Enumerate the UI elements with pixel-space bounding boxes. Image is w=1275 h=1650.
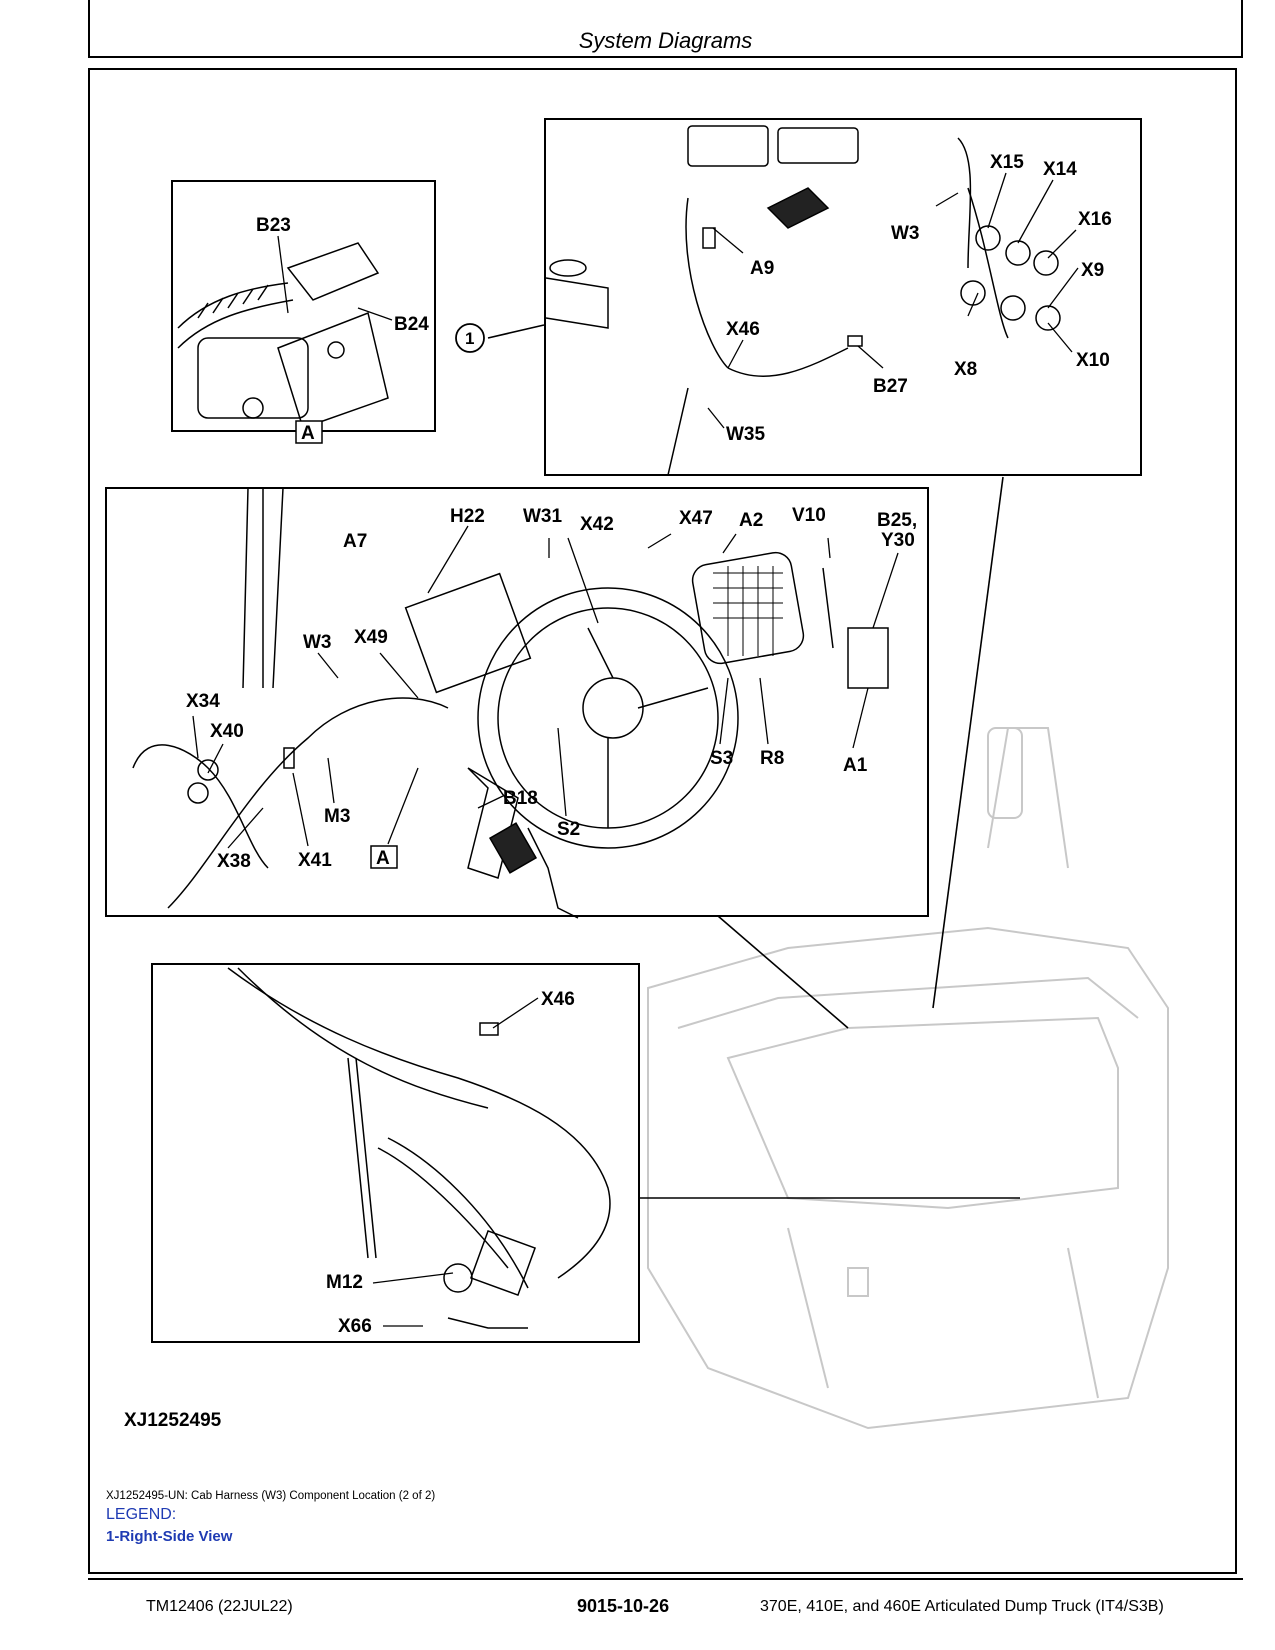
footer-doc-ref: TM12406 (22JUL22) bbox=[146, 1598, 293, 1615]
callout-label: W31 bbox=[523, 506, 563, 527]
header-rule bbox=[88, 0, 1243, 58]
callout-label: V10 bbox=[792, 505, 826, 526]
figure-id: XJ1252495 bbox=[124, 1410, 222, 1431]
inset-top-right bbox=[544, 118, 1142, 476]
cab-background-outline bbox=[647, 727, 1169, 1430]
callout-label: A2 bbox=[739, 510, 763, 531]
callout-label: A7 bbox=[343, 531, 367, 552]
callout-label: B24 bbox=[394, 314, 429, 335]
callout-label: W3 bbox=[303, 632, 332, 653]
callout-label: W35 bbox=[726, 424, 766, 445]
callout-label: R8 bbox=[760, 748, 784, 769]
callout-label: B23 bbox=[256, 215, 291, 236]
callout-label: S3 bbox=[710, 748, 733, 769]
callout-label: B27 bbox=[873, 376, 908, 397]
callout-label: H22 bbox=[450, 506, 485, 527]
callout-label: X15 bbox=[990, 152, 1024, 173]
inset-top-left bbox=[171, 180, 436, 444]
callout-label: W3 bbox=[891, 223, 920, 244]
legend-item: 1-Right-Side View bbox=[106, 1528, 233, 1545]
footer-rule bbox=[88, 1578, 1243, 1580]
inset-bottom bbox=[151, 963, 640, 1343]
callout-label: A9 bbox=[750, 258, 774, 279]
callout-label: X46 bbox=[541, 989, 575, 1010]
callout-label: B25, bbox=[877, 510, 917, 531]
inset-leader-lines bbox=[487, 324, 1020, 1199]
callout-label: X9 bbox=[1081, 260, 1104, 281]
callout-label: X8 bbox=[954, 359, 977, 380]
section-title: System Diagrams bbox=[578, 28, 753, 53]
callout-circle-1 bbox=[455, 323, 485, 353]
callout-label: Y30 bbox=[881, 530, 915, 551]
callout-label: M3 bbox=[324, 806, 350, 827]
callout-label: S2 bbox=[557, 819, 580, 840]
callout-leaders bbox=[192, 172, 1079, 1327]
callout-label: X47 bbox=[679, 508, 713, 529]
callout-label: X42 bbox=[580, 514, 614, 535]
callout-label: B18 bbox=[503, 788, 538, 809]
callout-number: 1 bbox=[465, 329, 474, 348]
callout-label: X40 bbox=[210, 721, 244, 742]
callout-label: M12 bbox=[326, 1272, 363, 1293]
callout-label: A bbox=[376, 848, 390, 869]
footer-page-number: 9015-10-26 bbox=[577, 1596, 670, 1616]
cab-harness-diagram: B23 B24 A X15 X14 X16 X9 W3 A9 X46 B27 X… bbox=[105, 118, 1169, 1430]
callout-label: X16 bbox=[1078, 209, 1112, 230]
callout-label: X41 bbox=[298, 850, 332, 871]
callout-label: X46 bbox=[726, 319, 760, 340]
legend-title: LEGEND: bbox=[106, 1506, 177, 1523]
footer-product: 370E, 410E, and 460E Articulated Dump Tr… bbox=[760, 1598, 1164, 1615]
callout-label: X38 bbox=[217, 851, 251, 872]
callout-label: X34 bbox=[186, 691, 220, 712]
callout-label: X14 bbox=[1043, 159, 1077, 180]
callout-label: X49 bbox=[354, 627, 388, 648]
callout-label: X66 bbox=[338, 1316, 372, 1337]
callout-label: A1 bbox=[843, 755, 868, 776]
inset-middle bbox=[105, 487, 929, 919]
figure-frame bbox=[88, 68, 1237, 1574]
callout-label: X10 bbox=[1076, 350, 1110, 371]
figure-caption: XJ1252495-UN: Cab Harness (W3) Component… bbox=[106, 1490, 436, 1502]
callout-labels: B23 B24 A X15 X14 X16 X9 W3 A9 X46 B27 X… bbox=[186, 152, 1112, 1337]
callout-label: A bbox=[301, 423, 315, 444]
